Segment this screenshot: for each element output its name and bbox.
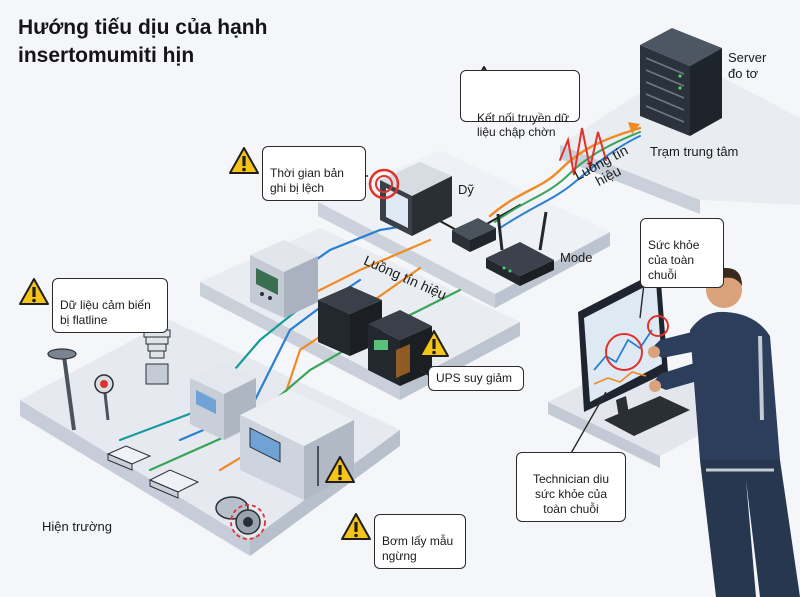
server-label: Server đo tơ xyxy=(728,50,767,81)
server-rack-icon xyxy=(640,28,722,136)
alert-link-intermittent-text: Kết nối truyền dữ liệu chập chờn xyxy=(477,111,570,139)
page-title-line1: Hướng tiếu dịu của hạnh xyxy=(18,16,268,39)
warning-icon xyxy=(19,278,49,305)
controller-cabinet-icon xyxy=(250,240,318,318)
data-logger-icon xyxy=(368,162,452,236)
technician-callout: Technician diu sức khỏe của toàn chuỗi xyxy=(516,452,626,522)
central-station-label: Trạm trung tâm xyxy=(650,144,739,159)
warning-icon xyxy=(229,147,259,174)
sensor-icon xyxy=(47,329,200,499)
logger-label: Dỹ xyxy=(458,182,474,197)
alert-pump-stopped-text: Bơm lấy mẫu ngừng xyxy=(382,534,454,563)
alert-ups-degraded-text: UPS suy giảm xyxy=(436,371,513,385)
pump-icon xyxy=(215,496,266,540)
field-label: Hiện trường xyxy=(42,519,112,534)
alert-pump-stopped: Bơm lấy mẫu ngừng xyxy=(374,514,466,569)
alert-clock-drift: Thời gian bản ghi bị lệch xyxy=(262,146,366,201)
alert-ups-degraded: UPS suy giảm xyxy=(428,366,524,391)
converter-box-icon xyxy=(452,218,496,252)
alert-clock-drift-text: Thời gian bản ghi bị lệch xyxy=(270,166,344,195)
alert-sensor-flatline-text: Dữ liệu cảm biến bị flatline xyxy=(60,298,151,327)
chain-health-text: Sức khỏe của toàn chuỗi xyxy=(648,238,700,282)
ups-icon xyxy=(318,286,432,386)
modem-icon xyxy=(486,211,554,286)
warning-icon xyxy=(341,513,371,540)
alert-link-intermittent: Kết nối truyền dữ liệu chập chờn xyxy=(460,70,580,139)
modem-label: Mode xyxy=(560,250,593,265)
technician-text: Technician diu sức khỏe của toàn chuỗi xyxy=(532,472,610,516)
page-title: Hướng tiếu dịu của hạnh insertomumiti hị… xyxy=(18,14,267,70)
alert-sensor-flatline: Dữ liệu cảm biến bị flatline xyxy=(52,278,168,333)
chain-health-callout: Sức khỏe của toàn chuỗi xyxy=(640,218,724,288)
monitor-icon xyxy=(578,270,690,436)
page-title-line2: insertomumiti hịn xyxy=(18,44,195,67)
platform-central-station xyxy=(560,60,800,214)
technician-icon xyxy=(648,267,800,597)
